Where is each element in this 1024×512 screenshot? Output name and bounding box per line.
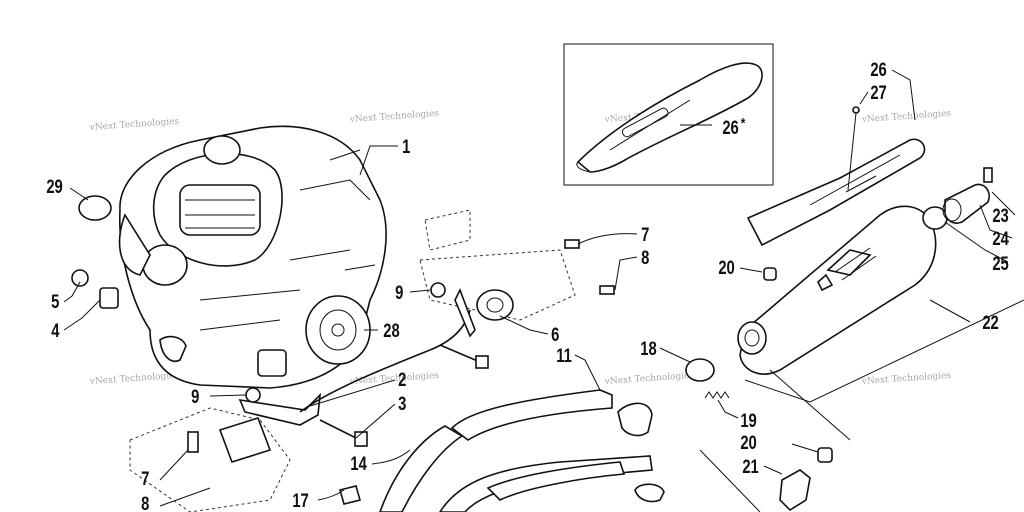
part-7-bolt-upper	[564, 239, 580, 249]
callout-11: 11	[556, 345, 572, 366]
callout-labels: 1 2 3 4 5 6 7 7 8 8 9 9 11 14 17 18 19 2…	[46, 59, 1009, 512]
callout-8-lower: 8	[141, 493, 149, 512]
watermark: vNext Technologies	[89, 371, 180, 387]
callout-14: 14	[350, 453, 367, 474]
mount-bracket-outline	[419, 209, 576, 321]
engine-assembly	[118, 125, 387, 389]
part-20-grommet-upper	[763, 267, 777, 281]
part-4-spacer	[99, 287, 119, 309]
callout-27: 27	[870, 82, 886, 103]
callout-9-upper: 9	[395, 282, 403, 303]
callout-23: 23	[992, 205, 1008, 226]
part-14-head-pipe	[379, 425, 464, 512]
part-3-bolt-shaft	[319, 419, 361, 441]
part-22-muffler	[737, 205, 937, 375]
part-23-screw	[983, 167, 993, 183]
callout-7-upper: 7	[641, 224, 649, 245]
part-19-spring	[704, 391, 730, 399]
part-5-nut	[71, 269, 89, 287]
callout-9-lower: 9	[191, 386, 199, 407]
watermark: vNext Technologies	[861, 109, 952, 125]
callout-2: 2	[398, 369, 406, 390]
callout-20-upper: 20	[718, 257, 734, 278]
callout-1: 1	[402, 136, 410, 157]
part-3-bolt-upper	[439, 344, 481, 363]
part-9-nut-upper	[430, 282, 446, 298]
part-6-gasket	[476, 289, 514, 321]
part-11-pipe-shield	[450, 389, 613, 441]
part-8-bolt-upper	[599, 285, 615, 295]
callout-24: 24	[992, 228, 1009, 249]
callout-26: 26	[870, 59, 886, 80]
part-17-clamp-lower	[634, 483, 665, 503]
watermark: vNext Technologies	[604, 371, 695, 387]
callout-18: 18	[640, 338, 656, 359]
part-21-bracket	[779, 469, 811, 512]
callout-28: 28	[383, 320, 399, 341]
callout-4: 4	[51, 320, 60, 341]
watermark: vNext Technologies	[89, 117, 180, 133]
callout-5: 5	[51, 291, 59, 312]
part-18-seal-ring	[685, 358, 715, 382]
part-2-bracket	[238, 392, 322, 426]
watermark: vNext Technologies	[349, 109, 440, 125]
leader-lines	[63, 69, 1016, 507]
skid-plate-outline	[129, 407, 291, 512]
part-29-gasket	[78, 195, 112, 221]
bracket-rod	[299, 309, 471, 413]
part-7-bolt-lower	[187, 431, 199, 453]
callout-20-lower: 20	[740, 432, 756, 453]
watermark: vNext Technologies	[861, 371, 952, 387]
callout-21: 21	[742, 456, 758, 477]
part-27-screw	[852, 106, 860, 114]
inset-heat-shield: 26 *	[563, 43, 774, 186]
part-24-spark-arrestor	[944, 183, 990, 224]
callout-7-lower: 7	[141, 468, 149, 489]
callout-6: 6	[551, 324, 559, 345]
callout-17: 17	[292, 490, 308, 511]
callout-29: 29	[46, 176, 62, 197]
callout-22: 22	[982, 312, 998, 333]
inset-asterisk: *	[741, 115, 746, 132]
exhaust-pipes	[379, 389, 653, 512]
exhaust-flange-left	[218, 417, 272, 463]
inset-callout-26: 26	[722, 117, 738, 138]
part-17-clamp	[339, 485, 361, 505]
part-20-grommet-lower	[817, 447, 833, 463]
callout-19: 19	[740, 410, 756, 431]
callout-3: 3	[398, 393, 406, 414]
part-9-nut-lower	[245, 387, 261, 403]
callout-25: 25	[992, 253, 1008, 274]
callout-8-upper: 8	[641, 247, 649, 268]
